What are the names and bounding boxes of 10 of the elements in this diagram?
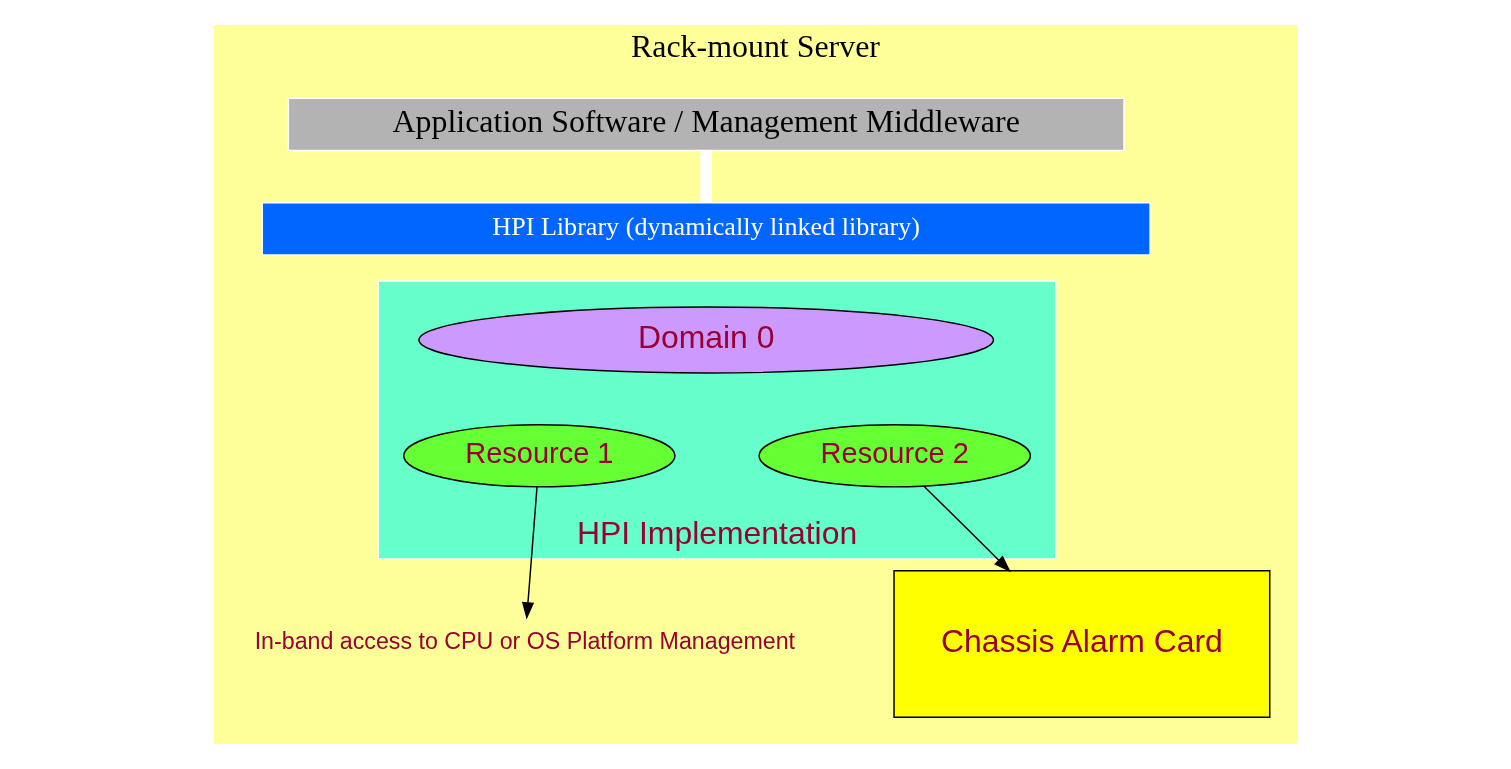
node-ellipse: Resource 2 (758, 423, 1032, 488)
connector (700, 150, 712, 203)
node-text: In-band access to CPU or OS Platform Management (254, 628, 796, 655)
arrow (923, 485, 1011, 573)
node-box: Application Software / Management Middleware (287, 97, 1125, 152)
node-ellipse: Domain 0 (418, 306, 995, 374)
node-box: Chassis Alarm Card (893, 569, 1271, 718)
node-ellipse: Resource 1 (403, 423, 676, 488)
node-box: HPI Library (dynamically linked library) (261, 201, 1151, 256)
arrow (521, 485, 538, 620)
